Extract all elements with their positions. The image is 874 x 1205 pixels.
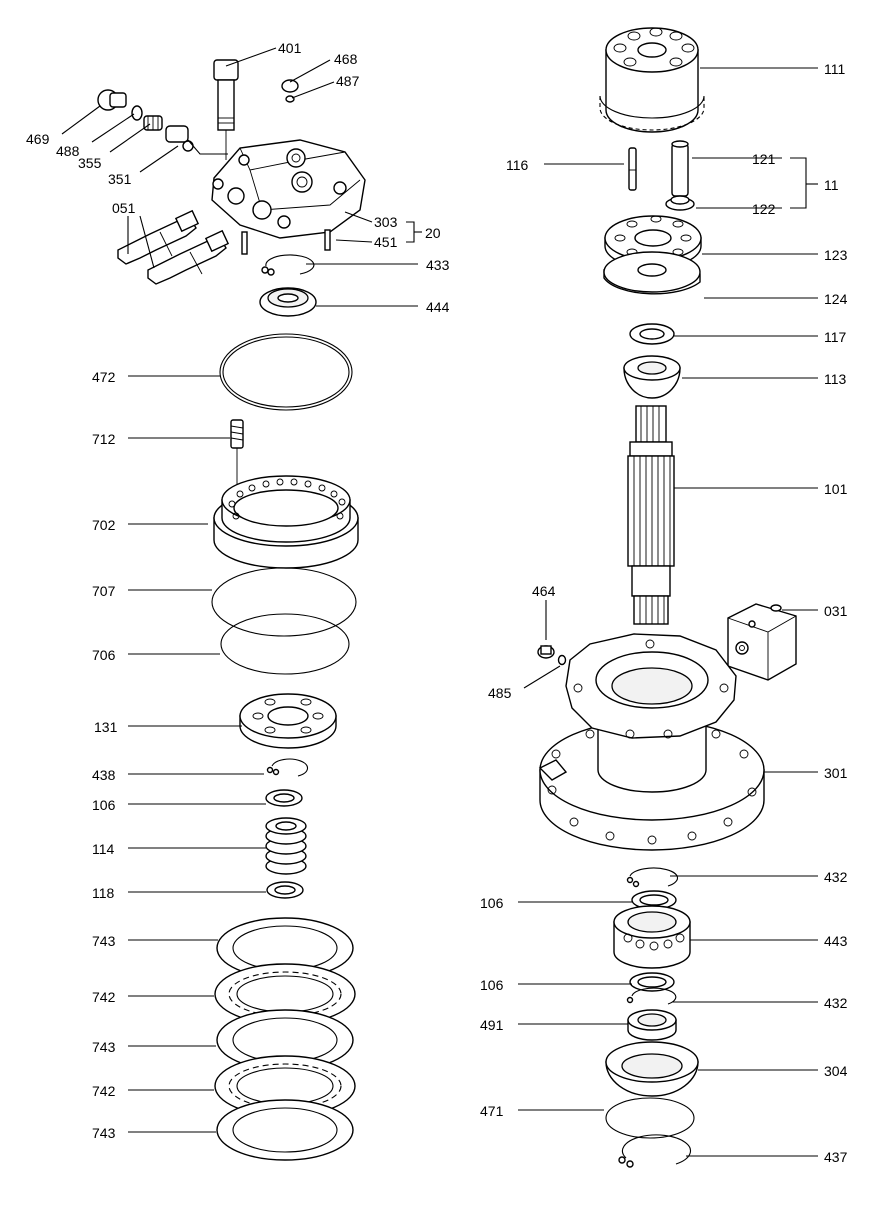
callout-437: 437 — [824, 1149, 848, 1165]
callout-712: 712 — [92, 431, 116, 447]
callout-131: 131 — [94, 719, 118, 735]
part-106-spacer — [629, 972, 675, 992]
callout-116: 116 — [506, 157, 529, 173]
callout-491: 491 — [480, 1017, 504, 1033]
callout-743: 743 — [92, 1039, 116, 1055]
part-118-spacer — [266, 881, 304, 899]
callout-488: 488 — [56, 143, 80, 159]
part-031-valve-block — [727, 603, 797, 681]
callout-106: 106 — [92, 797, 116, 813]
part-702-brake-piston — [213, 475, 359, 569]
callout-742: 742 — [92, 1083, 116, 1099]
part-432-snap-ring — [626, 987, 677, 1005]
part-743-separator-plate — [216, 1009, 354, 1071]
part-121-piston — [671, 140, 689, 197]
part-743-separator-plate — [216, 1099, 354, 1161]
callout-485: 485 — [488, 685, 512, 701]
callout-743: 743 — [92, 1125, 116, 1141]
callout-121: 121 — [752, 151, 776, 167]
part-304-front-cover — [605, 1041, 699, 1097]
part-472-o-ring — [219, 333, 353, 411]
callout-743: 743 — [92, 933, 116, 949]
callout-443: 443 — [824, 933, 848, 949]
part-464-plug — [537, 645, 555, 659]
part-351-plunger — [165, 125, 194, 152]
callout-11: 11 — [824, 177, 839, 193]
callout-117: 117 — [824, 329, 847, 345]
callout-124: 124 — [824, 291, 848, 307]
part-301-housing — [538, 633, 765, 851]
callout-487: 487 — [336, 73, 360, 89]
part-111-cylinder-block — [599, 27, 705, 133]
part-116-pin — [628, 147, 637, 191]
callout-451: 451 — [374, 234, 398, 250]
part-117-spacer — [629, 323, 675, 345]
callout-123: 123 — [824, 247, 848, 263]
callout-464: 464 — [532, 583, 556, 599]
callout-472: 472 — [92, 369, 116, 385]
callout-051: 051 — [112, 200, 136, 216]
callout-303: 303 — [374, 214, 398, 230]
callout-labels: 401 468 487 469 488 355 351 051 303 451 … — [26, 40, 848, 1165]
callout-114: 114 — [92, 841, 115, 857]
callout-118: 118 — [92, 885, 115, 901]
part-443-bearing — [613, 905, 691, 969]
part-433-snap-ring — [261, 254, 315, 276]
callout-111: 111 — [824, 61, 845, 77]
part-432-snap-ring — [626, 867, 678, 888]
part-488-o-ring — [131, 105, 143, 121]
part-101-drive-shaft — [627, 405, 675, 625]
part-124-shoe-plate — [603, 251, 701, 295]
callout-471: 471 — [480, 1103, 504, 1119]
callout-301: 301 — [824, 765, 848, 781]
callout-438: 438 — [92, 767, 116, 783]
part-106-spacer — [631, 890, 677, 910]
callout-432: 432 — [824, 995, 848, 1011]
part-707-o-ring — [211, 567, 357, 637]
callout-101: 101 — [824, 481, 848, 497]
part-113-bushing — [623, 355, 681, 399]
callout-106: 106 — [480, 895, 504, 911]
part-131-valve-plate — [239, 693, 337, 749]
part-355-spring — [143, 115, 163, 131]
part-468-plug — [281, 79, 299, 103]
callout-106: 106 — [480, 977, 504, 993]
part-444-bearing — [259, 287, 317, 317]
part-437-snap-ring — [618, 1134, 691, 1168]
callout-355: 355 — [78, 155, 102, 171]
part-122-shoe — [665, 195, 695, 211]
part-469-plug — [97, 89, 127, 111]
callout-706: 706 — [92, 647, 116, 663]
leader-lines — [61, 47, 818, 1157]
callout-401: 401 — [278, 40, 302, 56]
callout-702: 702 — [92, 517, 116, 533]
part-706-o-ring — [220, 613, 350, 675]
callout-707: 707 — [92, 583, 116, 599]
part-485-o-ring — [557, 654, 567, 666]
part-491-oil-seal — [627, 1009, 677, 1041]
callout-20: 20 — [425, 225, 441, 241]
part-106-spacer — [265, 789, 303, 807]
part-471-o-ring — [605, 1097, 695, 1139]
part-401-bolt — [213, 59, 239, 160]
part-438-snap-ring — [266, 758, 309, 777]
part-451-pin — [241, 229, 331, 255]
callout-304: 304 — [824, 1063, 848, 1079]
callout-468: 468 — [334, 51, 358, 67]
callout-469: 469 — [26, 131, 50, 147]
part-114-spring — [265, 817, 307, 875]
callout-113: 113 — [824, 371, 847, 387]
callout-444: 444 — [426, 299, 450, 315]
part-051-relief-valve — [117, 209, 230, 285]
callout-433: 433 — [426, 257, 450, 273]
callout-742: 742 — [92, 989, 116, 1005]
callout-432: 432 — [824, 869, 848, 885]
callout-031: 031 — [824, 603, 848, 619]
callout-351: 351 — [108, 171, 132, 187]
part-valve-casing — [211, 139, 366, 239]
callout-122: 122 — [752, 201, 776, 217]
